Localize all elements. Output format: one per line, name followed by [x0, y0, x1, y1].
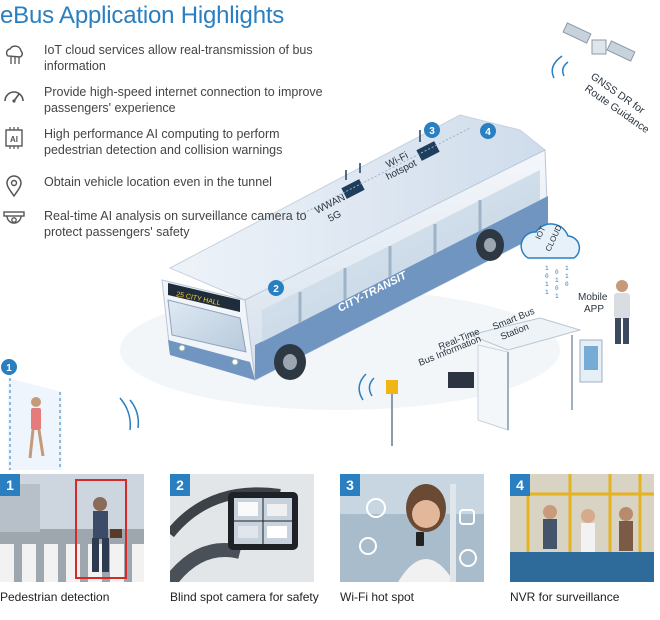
svg-text:2: 2	[273, 284, 279, 295]
svg-text:AI: AI	[10, 135, 18, 144]
caption-pedestrian-detection: Pedestrian detection	[0, 590, 110, 604]
marker-4: 4	[480, 123, 496, 139]
page-title: eBus Application Highlights	[0, 2, 285, 29]
feature-text: Provide high-speed internet connection t…	[44, 85, 323, 115]
marker-3: 3	[424, 122, 440, 138]
photo-panel-blindspot: 2	[170, 474, 314, 582]
dome-camera-icon	[3, 211, 25, 224]
feature-item: IoT cloud services allow real-transmissi…	[0, 42, 330, 78]
marker-1: 1	[1, 359, 17, 375]
feature-text: High performance AI computing to perform…	[44, 127, 283, 157]
svg-text:1: 1	[565, 273, 569, 280]
panel-number: 2	[170, 474, 190, 496]
mobile-user-figure	[614, 280, 630, 344]
svg-text:4: 4	[485, 127, 491, 138]
svg-text:1: 1	[545, 289, 549, 296]
feature-text: Obtain vehicle location even in the tunn…	[44, 175, 272, 189]
wifi-photo	[340, 474, 484, 582]
feature-text: Real-time AI analysis on surveillance ca…	[44, 209, 307, 239]
ai-chip-icon: AI	[5, 127, 23, 149]
panel-number: 4	[510, 474, 530, 496]
photo-panel-nvr: 4	[510, 474, 654, 582]
photo-panel-pedestrian: 1	[0, 474, 144, 582]
caption-nvr-surveillance: NVR for surveillance	[510, 590, 620, 604]
photo-panel-wifi: 3	[340, 474, 484, 582]
wwan-label-line2: 5G	[326, 209, 343, 225]
iot-cloud-icon	[520, 223, 581, 259]
smart-bus-station	[448, 317, 603, 431]
speedometer-icon	[4, 91, 24, 103]
svg-text:0: 0	[555, 269, 559, 276]
mobile-label-line2: APP	[584, 304, 604, 315]
panel-number: 1	[0, 474, 20, 496]
svg-text:0: 0	[555, 285, 559, 292]
svg-text:0: 0	[565, 281, 569, 288]
feature-text: IoT cloud services allow real-transmissi…	[44, 43, 313, 73]
pedestrian-photo	[0, 474, 144, 582]
feature-item: Obtain vehicle location even in the tunn…	[0, 174, 330, 210]
blindspot-photo	[170, 474, 314, 582]
svg-text:1: 1	[545, 281, 549, 288]
bus: 25 CITY HALL CITY-TRANSIT	[161, 114, 549, 381]
svg-text:1: 1	[6, 363, 12, 374]
caption-wifi-hot-spot: Wi-Fi hot spot	[340, 590, 415, 604]
bus-stop-sign	[358, 373, 398, 446]
feature-item: Real-time AI analysis on surveillance ca…	[0, 208, 330, 244]
ebus-scene: 25 CITY HALL CITY-TRANSIT WWAN 5G Wi-Fi …	[1, 22, 651, 470]
svg-text:3: 3	[429, 126, 435, 137]
location-pin-icon	[6, 175, 22, 198]
svg-text:1: 1	[555, 277, 559, 284]
svg-text:1: 1	[555, 293, 559, 300]
cloud-network-icon	[5, 45, 23, 64]
marker-2: 2	[268, 280, 284, 296]
nvr-photo	[510, 474, 654, 582]
feature-item: Provide high-speed internet connection t…	[0, 84, 330, 120]
feature-item: AI High performance AI computing to perf…	[0, 126, 330, 162]
panel-number: 3	[340, 474, 360, 496]
svg-text:1: 1	[565, 265, 569, 272]
satellite-icon	[551, 22, 636, 79]
mobile-label-line1: Mobile	[578, 292, 608, 303]
svg-text:1: 1	[545, 265, 549, 272]
pedestrian-detection-zone	[8, 372, 140, 470]
caption-blind-spot-camera: Blind spot camera for safety	[170, 590, 319, 604]
svg-text:0: 0	[545, 273, 549, 280]
